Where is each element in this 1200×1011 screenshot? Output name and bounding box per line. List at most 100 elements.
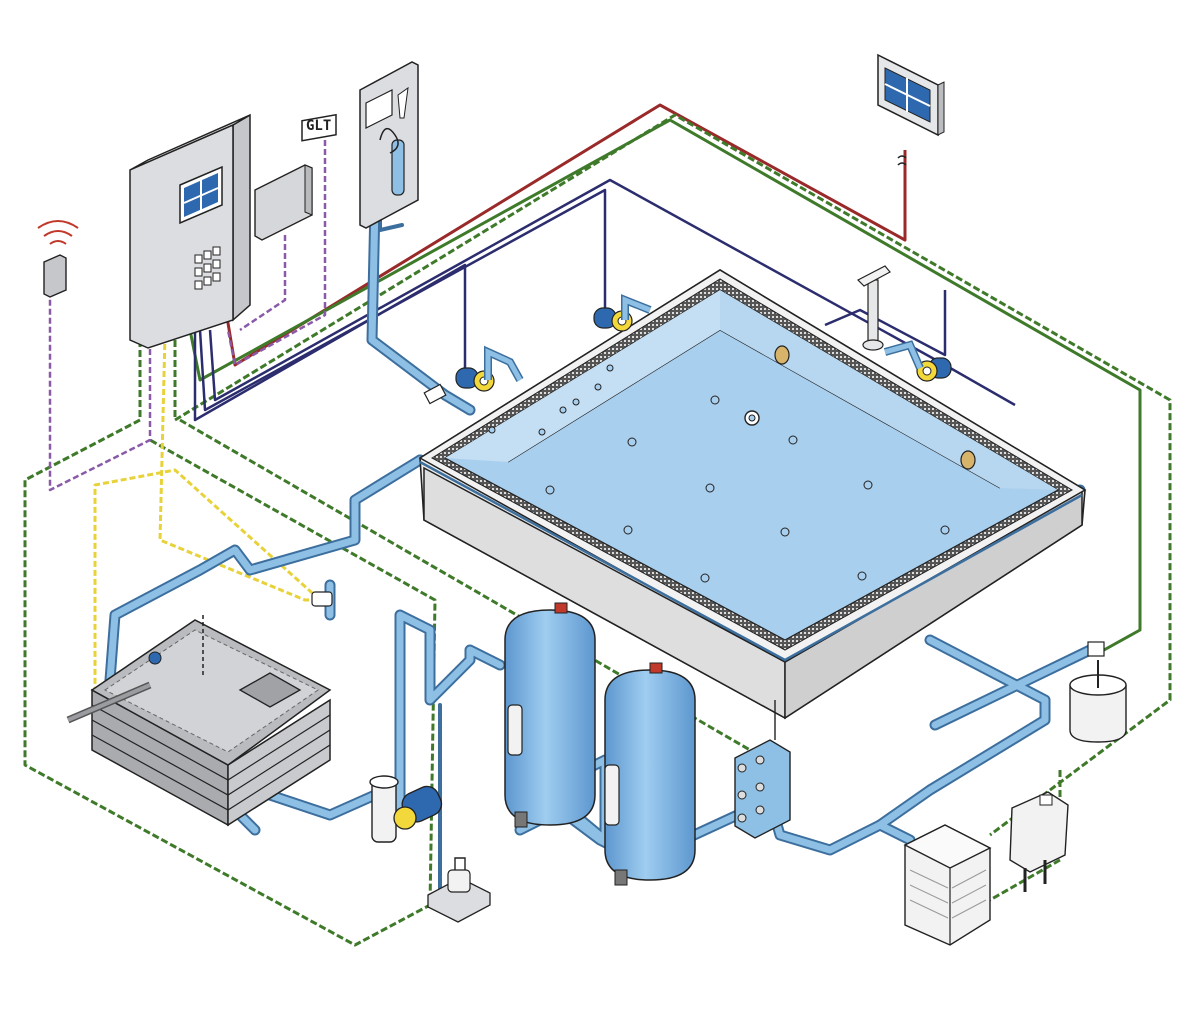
purple-cable-glt <box>226 140 327 367</box>
pool-basin <box>418 269 1087 720</box>
circulation-pump <box>393 785 443 830</box>
cabinet-front <box>129 123 234 349</box>
navy-cable-3 <box>193 263 467 422</box>
bolt <box>755 755 765 765</box>
screen-grid <box>183 187 219 204</box>
jar-body <box>1069 685 1127 743</box>
plug-body <box>1009 791 1069 873</box>
remote-body <box>43 254 67 298</box>
rib <box>909 869 949 889</box>
dosing-canister <box>903 824 992 946</box>
glt-label-box: GLT <box>301 113 337 142</box>
navy-cable-4 <box>824 290 947 357</box>
vessel-foot <box>614 869 628 886</box>
rib <box>91 719 331 796</box>
breaker[interactable] <box>212 246 221 256</box>
flow-cell <box>391 139 405 196</box>
vessel-valve <box>649 662 663 674</box>
bolt <box>737 813 747 823</box>
tank-rod-highlight <box>67 683 151 722</box>
junction-box-side <box>304 164 313 216</box>
rib <box>951 869 987 889</box>
tank-inlet-blue <box>148 651 162 665</box>
nozzle <box>545 485 555 495</box>
cabinet-side <box>232 113 251 322</box>
breaker[interactable] <box>194 280 203 290</box>
sensor-cables <box>379 127 399 154</box>
spout-base <box>862 339 884 351</box>
breaker[interactable] <box>212 272 221 282</box>
motor-pipe-fill <box>884 342 923 369</box>
nozzle <box>863 480 873 490</box>
underwater-light <box>774 345 790 365</box>
filter-vessel-2 <box>604 662 696 886</box>
bolt <box>755 805 765 815</box>
pipe-suction-fill <box>251 786 379 819</box>
junction-box <box>254 164 313 241</box>
measuring-panel-board <box>359 61 419 229</box>
motor-hub <box>922 366 932 376</box>
inlet-nozzles <box>488 364 950 583</box>
jet-motor <box>593 307 633 332</box>
pipe-return-main-fill <box>106 456 424 684</box>
spout-post <box>867 279 879 343</box>
motor-pipe-fill <box>485 348 523 382</box>
nozzle <box>572 398 580 406</box>
bolt <box>737 763 747 773</box>
nozzle <box>705 483 715 493</box>
tank-ribs <box>91 704 331 811</box>
pool-rim-line <box>419 460 1083 662</box>
rib <box>951 899 987 919</box>
pool-back-wall-right <box>720 290 1058 490</box>
backwash-valve <box>447 869 471 893</box>
backwash-unit <box>427 857 491 923</box>
purple-cable-box <box>239 235 287 332</box>
pump-housing <box>393 806 417 830</box>
wireless-break-symbol <box>897 155 907 166</box>
junction-box-front <box>254 164 313 241</box>
level-sensor-jar <box>1069 641 1127 743</box>
bolt <box>737 790 747 800</box>
pipe-overflow-fill <box>931 646 1094 729</box>
breaker[interactable] <box>203 263 212 273</box>
purple-cable-left <box>48 275 152 492</box>
glt-text: GLT <box>306 118 331 134</box>
glt-frame <box>301 113 337 142</box>
breaker[interactable] <box>203 276 212 286</box>
pool-jet-motors <box>455 294 952 392</box>
wall-display <box>877 53 945 166</box>
valve-fitting <box>311 383 447 607</box>
strainer-lid <box>369 775 399 789</box>
nozzle <box>623 525 633 535</box>
valve-body <box>311 591 333 607</box>
pressure-gauge <box>507 704 523 756</box>
valve-body <box>423 383 447 405</box>
breaker[interactable] <box>194 254 203 264</box>
balance-tank <box>66 615 332 827</box>
wall-spout <box>856 265 891 351</box>
pipe-pump-up <box>394 609 506 816</box>
pool-back-wall-left <box>445 290 720 462</box>
green-cable-mid <box>188 118 1142 657</box>
filter-vessel-1 <box>504 602 596 828</box>
green-cable-left <box>23 340 437 947</box>
tank-hatch[interactable] <box>238 672 302 708</box>
nozzle <box>606 364 614 372</box>
wifi-icon <box>37 220 79 245</box>
breaker[interactable] <box>212 259 221 269</box>
breaker[interactable] <box>203 250 212 260</box>
rib <box>909 884 949 904</box>
canister-ribs <box>909 869 987 919</box>
plug-power-supply <box>1009 791 1069 892</box>
jet-motor <box>916 357 952 382</box>
breaker[interactable] <box>194 267 203 277</box>
cabinet-breakers[interactable] <box>194 246 221 290</box>
probe-holder <box>397 86 409 119</box>
nozzle <box>940 525 950 535</box>
green-cable-outer <box>173 113 1172 837</box>
rib <box>951 884 987 904</box>
jar-fitting <box>1087 641 1105 657</box>
measuring-display[interactable] <box>365 89 393 129</box>
